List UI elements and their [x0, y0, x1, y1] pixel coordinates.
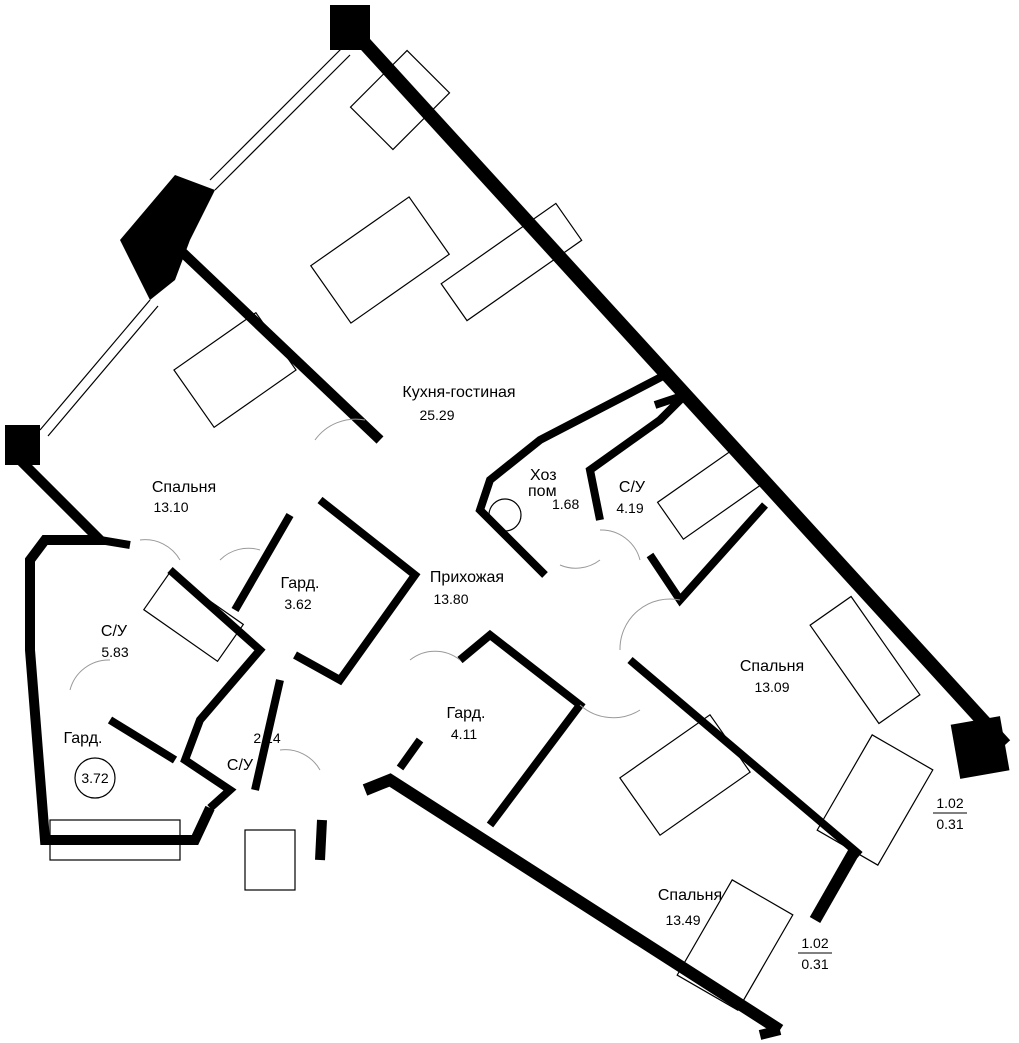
- room-name-utility-1: Хоз: [530, 467, 557, 484]
- room-name-bathroom-1: С/У: [619, 479, 646, 496]
- doors: [49, 418, 934, 1011]
- round-item: [74, 757, 116, 799]
- room-labels: Кухня-гостиная 25.29 Спальня 13.10 Хоз п…: [64, 384, 967, 972]
- bed: [173, 311, 297, 429]
- room-area-bedroom-2: 13.09: [754, 679, 789, 695]
- column: [330, 5, 370, 50]
- room-area-bedroom-1: 13.10: [153, 499, 188, 515]
- room-name-bathroom-3: С/У: [227, 757, 254, 774]
- bed: [619, 713, 751, 837]
- sofa: [809, 595, 921, 725]
- room-name-bedroom-1: Спальня: [152, 479, 216, 496]
- furniture: [74, 49, 921, 837]
- bathtub: [656, 444, 767, 540]
- column: [950, 716, 1010, 779]
- dining-table: [309, 196, 451, 324]
- room-area-bathroom-1: 4.19: [616, 500, 643, 516]
- walls: [5, 5, 1011, 1040]
- room-area-utility: 1.68: [552, 496, 579, 512]
- column: [120, 175, 215, 300]
- room-area-kitchen-living: 25.29: [419, 407, 454, 423]
- room-name-closet-1: Гард.: [281, 575, 320, 592]
- kitchen-counter: [440, 202, 583, 322]
- room-area-closet-1: 3.62: [284, 596, 311, 612]
- room-name-bedroom-2: Спальня: [740, 658, 804, 675]
- room-area-bathroom-2: 5.83: [101, 644, 128, 660]
- boiler: [488, 498, 522, 532]
- room-area-bedroom-3: 13.49: [665, 912, 700, 928]
- room-name-closet-2: Гард.: [64, 730, 103, 747]
- room-area-bathroom-3: 2.14: [253, 730, 280, 746]
- balcony-2-top: 1.02: [801, 935, 828, 951]
- column: [5, 425, 40, 465]
- room-name-bathroom-2: С/У: [101, 623, 128, 640]
- room-name-closet-3: Гард.: [447, 705, 486, 722]
- balcony-1-top: 1.02: [936, 795, 963, 811]
- sofa: [349, 49, 451, 151]
- balcony-1-bottom: 0.31: [936, 816, 963, 832]
- bathtub: [142, 571, 245, 663]
- room-area-hallway: 13.80: [433, 591, 468, 607]
- room-name-hallway: Прихожая: [430, 569, 504, 586]
- room-name-bedroom-3: Спальня: [658, 887, 722, 904]
- room-name-kitchen-living: Кухня-гостиная: [402, 384, 515, 401]
- room-name-utility-2: пом: [528, 483, 557, 500]
- room-area-closet-2: 3.72: [81, 770, 108, 786]
- room-area-closet-3: 4.11: [451, 726, 477, 742]
- balcony-2-bottom: 0.31: [801, 956, 828, 972]
